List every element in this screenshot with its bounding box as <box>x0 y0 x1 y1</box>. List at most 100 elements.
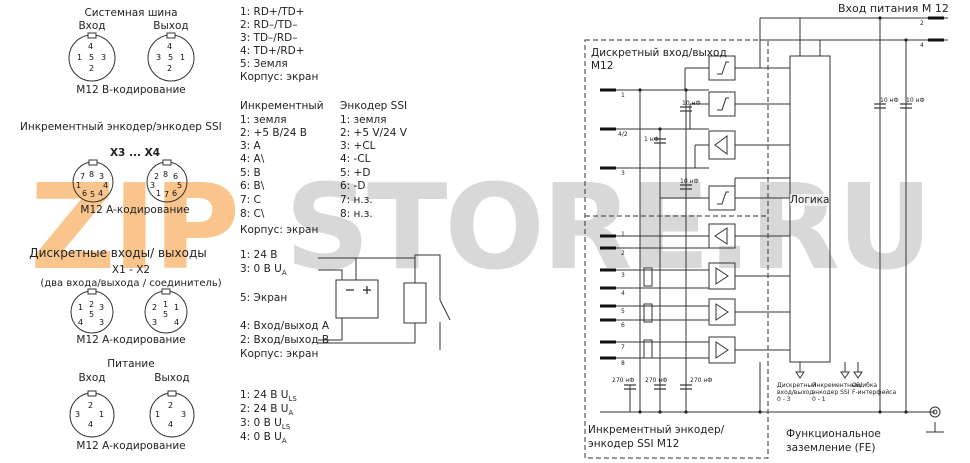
power-pin1: 1: 24 В ULS <box>240 389 297 404</box>
pin-label: 7 <box>621 344 625 351</box>
comparator-1 <box>708 55 736 81</box>
discrete-shield: Корпус: экран <box>240 348 319 360</box>
cap-label: 10 нФ <box>682 100 701 107</box>
discrete-pin1: 1: 24 В <box>240 249 278 261</box>
bus-coding: M12 B-кодирование <box>76 84 186 96</box>
pin-label: 6 <box>621 322 625 329</box>
pin-label: 1 <box>621 231 625 238</box>
enc-col1-row: 4: A\ <box>240 153 265 165</box>
enc-col1-row: 2: +5 В/24 В <box>240 127 308 139</box>
enc-col2-row: 4: -CL <box>340 153 371 165</box>
receiver-enc-1 <box>708 262 736 290</box>
discrete-title: Дискретные входы/ выходы <box>29 246 207 260</box>
enc-col2-row: 8: н.з. <box>340 208 373 220</box>
pin-label: 4/2 <box>618 131 628 138</box>
pin-label: 4 <box>621 290 625 297</box>
cap-label: 10 нФ <box>880 97 899 104</box>
driver-enc-1 <box>708 223 736 249</box>
bus-pin-3: 3: TD–/RD– <box>240 32 298 44</box>
led-label: Инкрементный/ <box>812 382 862 389</box>
discrete-ports: X1 - X2 <box>111 264 151 276</box>
enc-col1-row: 7: C <box>240 194 261 206</box>
power-out-label: Выход <box>154 372 190 384</box>
pin-label: 3 <box>621 272 625 279</box>
led-label: F-интерфейса <box>852 389 897 396</box>
receiver-enc-2 <box>708 298 736 326</box>
discrete-coding: M12 A-кодирование <box>76 334 186 346</box>
power-coding: M12 A-кодирование <box>76 440 186 452</box>
enc-col1-row: 1: земля <box>240 114 287 126</box>
led-label: Ошибка <box>852 382 878 389</box>
enc-col2-title: Энкодер SSI <box>340 100 408 112</box>
enc-col1-row: 6: B\ <box>240 180 265 192</box>
encoder-box-label-2: энкодер SSI M12 <box>588 438 680 450</box>
power-pin3: 3: 0 В ULS <box>240 417 291 432</box>
bus-pin-5: 5: Земля <box>240 58 288 70</box>
bus-pin-4: 4: TD+/RD+ <box>240 45 305 57</box>
comparator-2 <box>708 91 736 117</box>
pin-label: 2 <box>621 250 625 257</box>
bus-title: Системная шина <box>84 7 178 19</box>
enc-col1-title: Инкрементный <box>240 100 324 112</box>
power-pin4: 4: 0 В UA <box>240 431 287 446</box>
power-input-label: Вход питания M 12 <box>838 2 949 15</box>
enc-col2-row: 5: +D <box>340 167 371 179</box>
discrete-pin4: 4: Вход/выход A <box>240 320 330 332</box>
watermark-zip: ZIP <box>30 158 240 296</box>
driver-1 <box>708 130 736 160</box>
logic-block <box>789 55 831 363</box>
enc-col1-row: 5: B <box>240 167 261 179</box>
watermark-store: STORE.RU <box>285 158 933 296</box>
discrete-pin5: 5: Экран <box>240 292 288 304</box>
pin-label: 4 <box>920 42 924 49</box>
discrete-io-label-2: M12 <box>591 60 614 72</box>
cap-label: 270 нФ <box>690 377 713 384</box>
dashed-box-outer <box>584 39 769 459</box>
fe-label-1: Функциональное <box>786 428 881 440</box>
supply-symbol <box>335 279 379 319</box>
enc-col2-row: 6: -D <box>340 180 366 192</box>
enc-col1-row: 3: A <box>240 140 261 152</box>
encoder-ports: X3 ... X4 <box>109 147 161 159</box>
cap-label: 10 нФ <box>680 178 699 185</box>
led-label: 0 - 1 <box>812 396 826 403</box>
discrete-pin2: 2: Вход/выход B <box>240 334 330 346</box>
bus-pin-2: 2: RD–/TD– <box>240 19 298 31</box>
discrete-io-label: Дискретный вход/выход <box>591 47 727 59</box>
enc-shield: Корпус: экран <box>240 224 319 236</box>
cap-label: 10 нФ <box>906 97 925 104</box>
receiver-enc-3 <box>708 336 736 364</box>
enc-col2-row: 3: +CL <box>340 140 376 152</box>
bus-pin-1: 1: RD+/TD+ <box>240 6 305 18</box>
bus-shield: Корпус: экран <box>240 71 319 83</box>
encoder-title: Инкрементный энкодер/энкодер SSI <box>20 121 222 133</box>
led-label: энкодер SSI <box>812 389 850 396</box>
pin-label: 2 <box>920 20 924 27</box>
led-label: вход/выход <box>777 389 814 396</box>
discrete-pin3: 3: 0 В UA <box>240 263 287 278</box>
pin-label: 3 <box>621 170 625 177</box>
enc-col2-row: 1: земля <box>340 114 387 126</box>
enc-col2-row: 7: н.з. <box>340 194 373 206</box>
cap-label: 1 нФ <box>644 136 659 143</box>
enc-col2-row: 2: +5 V/24 V <box>340 127 407 139</box>
power-title: Питание <box>107 358 155 370</box>
bus-in-label: Вход <box>78 20 106 32</box>
pin-label: 1 <box>621 92 625 99</box>
encoder-coding: M12 A-кодирование <box>80 204 190 216</box>
pin-label: 5 <box>621 308 625 315</box>
load-resistor <box>403 282 427 324</box>
power-pin2: 2: 24 В UA <box>240 403 294 418</box>
logic-label: Логика <box>790 194 830 206</box>
cap-label: 270 нФ <box>612 377 635 384</box>
bus-out-label: Выход <box>153 20 189 32</box>
led-label: 0 - 3 <box>777 396 791 403</box>
enc-col1-row: 8: C\ <box>240 208 265 220</box>
encoder-box-label-1: Инкрементный энкодер/ <box>588 424 725 436</box>
cap-label: 270 нФ <box>645 377 668 384</box>
discrete-subtitle: (два входа/выхода / соединитель) <box>40 278 222 289</box>
fe-label-2: заземление (FE) <box>786 442 876 454</box>
power-in-label: Вход <box>78 372 106 384</box>
comparator-3 <box>708 185 736 211</box>
